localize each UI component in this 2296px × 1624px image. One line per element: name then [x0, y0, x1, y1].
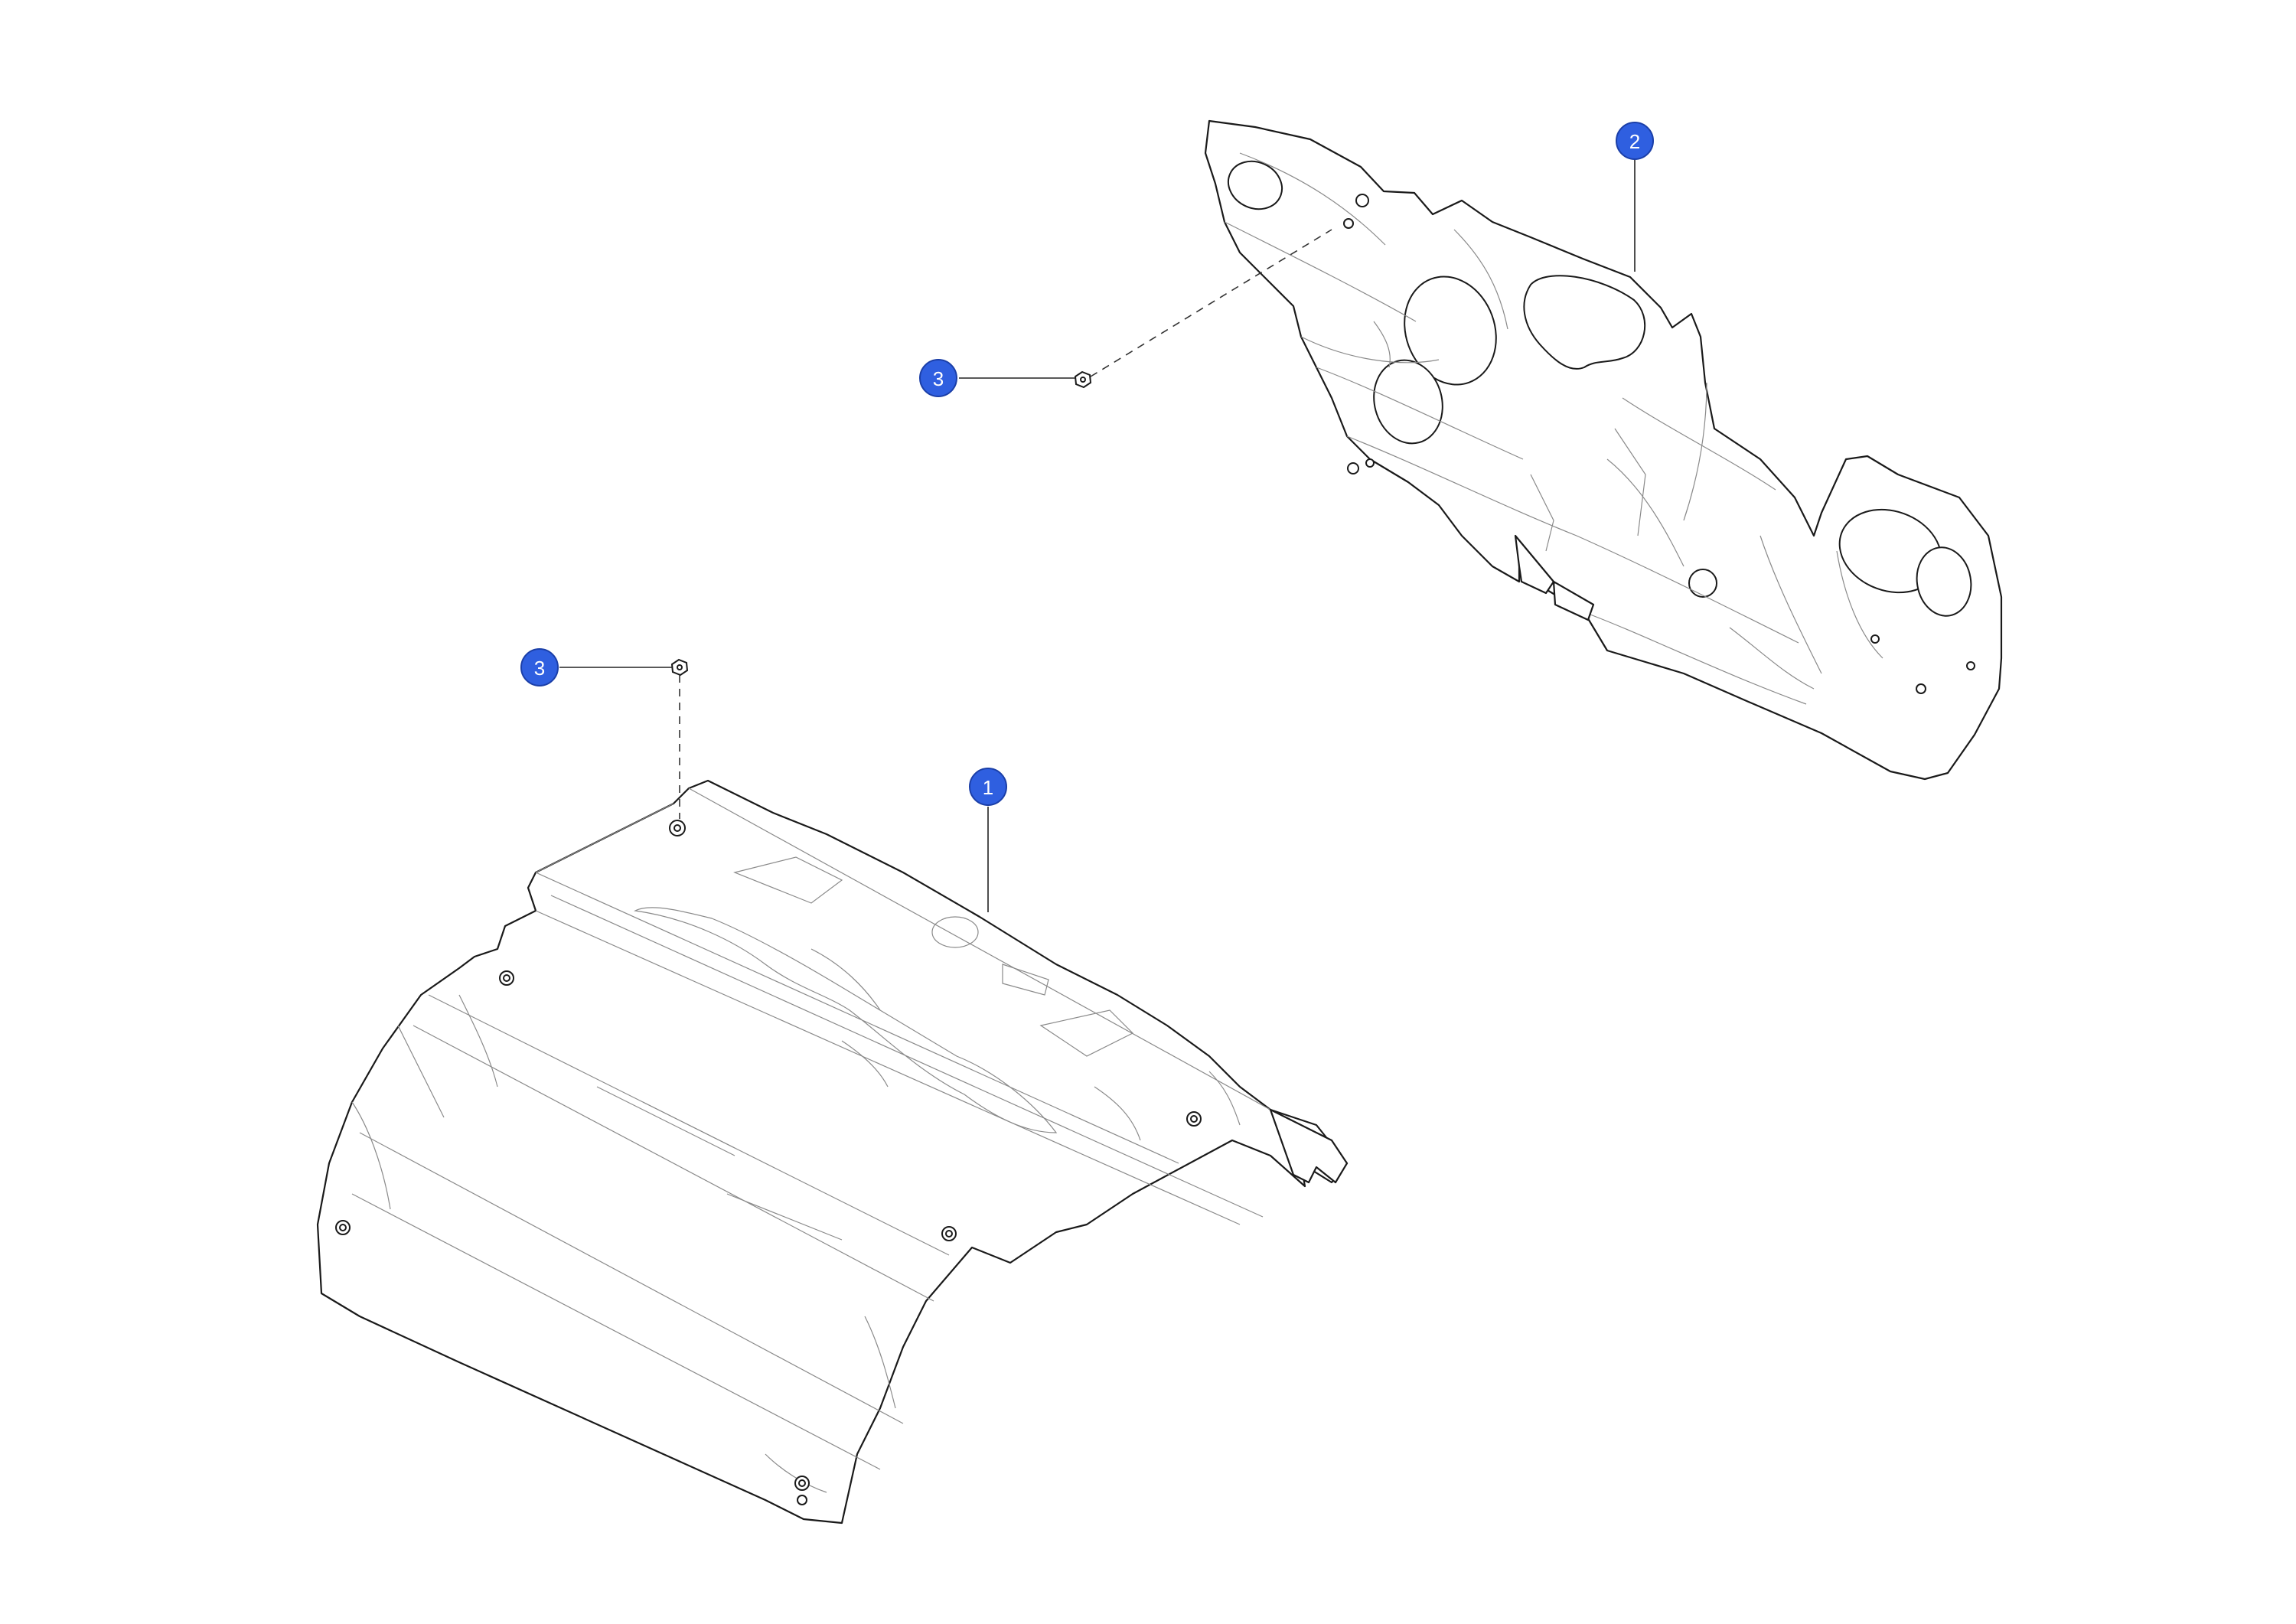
nut-lower	[670, 658, 689, 677]
callout-1-label: 1	[983, 776, 993, 799]
callout-2[interactable]: 2	[1616, 122, 1654, 160]
callout-3-upper-label: 3	[933, 367, 944, 390]
callout-3-lower-label: 3	[534, 657, 545, 680]
assembly-line-upper	[1090, 229, 1332, 377]
nut-upper	[1074, 370, 1092, 389]
callout-3-lower[interactable]: 3	[520, 648, 559, 686]
callout-3-upper[interactable]: 3	[919, 359, 957, 397]
callout-1[interactable]: 1	[969, 768, 1007, 806]
callout-2-label: 2	[1629, 130, 1640, 153]
heat-shield-lower	[316, 779, 1349, 1525]
heat-shield-upper	[1204, 119, 2003, 781]
